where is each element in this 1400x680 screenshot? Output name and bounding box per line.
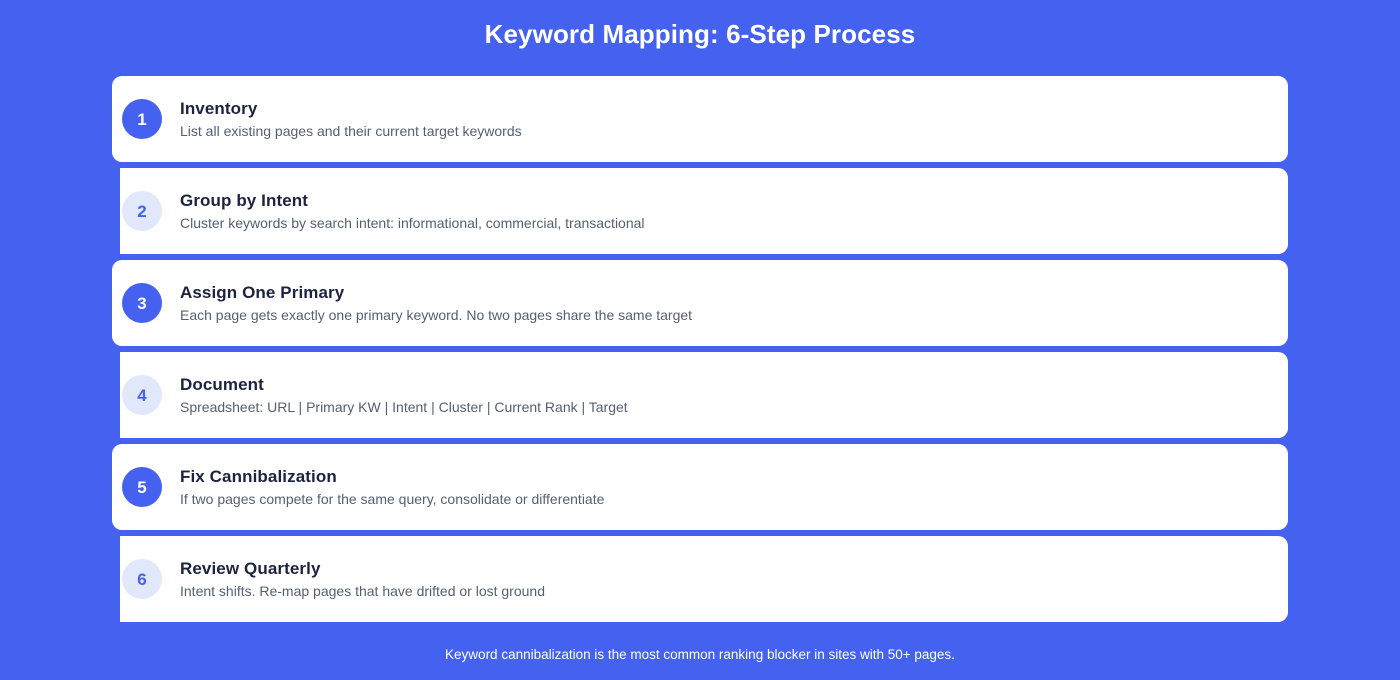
step-description: List all existing pages and their curren… [180,123,522,139]
step-title: Group by Intent [180,191,309,210]
step-card-6: 6 Review Quarterly Intent shifts. Re-map… [120,536,1288,622]
step-text-block: Inventory List all existing pages and th… [180,98,522,140]
step-description: Cluster keywords by search intent: infor… [180,215,645,231]
step-description: Intent shifts. Re-map pages that have dr… [180,583,545,599]
step-title: Fix Cannibalization [180,467,337,486]
step-number-badge: 3 [122,283,162,323]
step-card-3: 3 Assign One Primary Each page gets exac… [112,260,1288,346]
step-number-badge: 4 [122,375,162,415]
step-card-2: 2 Group by Intent Cluster keywords by se… [120,168,1288,254]
step-description: Spreadsheet: URL | Primary KW | Intent |… [180,399,628,415]
step-title: Document [180,375,264,394]
step-card-5: 5 Fix Cannibalization If two pages compe… [112,444,1288,530]
step-number-badge: 1 [122,99,162,139]
step-card-1: 1 Inventory List all existing pages and … [112,76,1288,162]
step-text-block: Fix Cannibalization If two pages compete… [180,466,604,508]
step-title: Inventory [180,99,258,118]
step-number-badge: 2 [122,191,162,231]
footnote: Keyword cannibalization is the most comm… [445,647,955,662]
step-description: If two pages compete for the same query,… [180,491,605,507]
step-text-block: Review Quarterly Intent shifts. Re-map p… [180,558,545,600]
step-title: Assign One Primary [180,283,345,302]
step-text-block: Group by Intent Cluster keywords by sear… [180,190,645,232]
step-list: 1 Inventory List all existing pages and … [0,76,1400,622]
step-text-block: Assign One Primary Each page gets exactl… [180,282,692,324]
step-number-badge: 5 [122,467,162,507]
step-number-badge: 6 [122,559,162,599]
step-description: Each page gets exactly one primary keywo… [180,307,693,323]
page-title: Keyword Mapping: 6-Step Process [484,19,916,49]
step-text-block: Document Spreadsheet: URL | Primary KW |… [180,374,628,416]
step-title: Review Quarterly [180,559,321,578]
step-card-4: 4 Document Spreadsheet: URL | Primary KW… [120,352,1288,438]
